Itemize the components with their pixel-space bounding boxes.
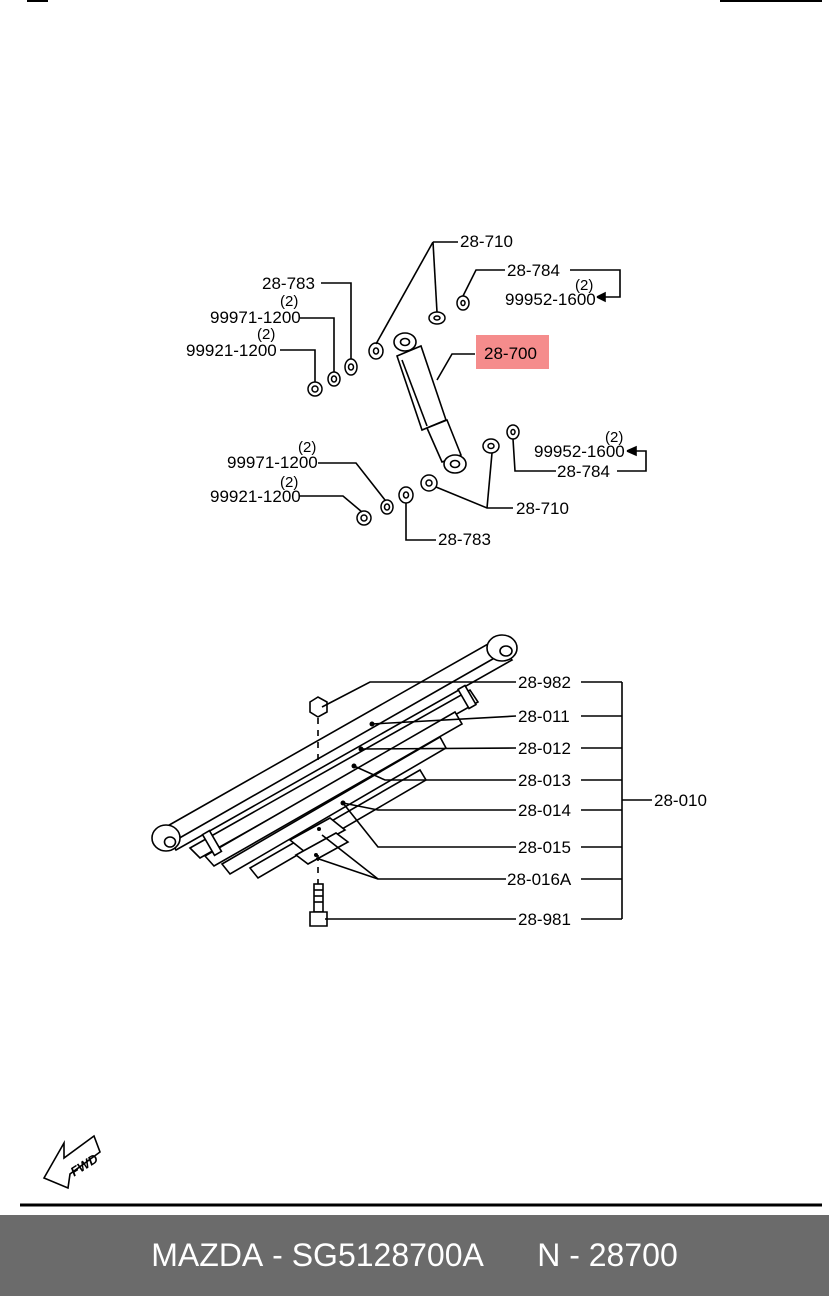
footer-brand: MAZDA (151, 1237, 264, 1273)
callout-99952-1600-top[interactable]: 99952-1600 (505, 290, 596, 309)
callout-99921-1200-bot[interactable]: 99921-1200 (210, 487, 301, 506)
footer-bar: MAZDA - SG5128700A N - 28700 (0, 1215, 829, 1296)
upper-mount-hardware (307, 295, 470, 397)
callout-28-011[interactable]: 28-011 (518, 707, 570, 726)
callout-99971-1200-bot[interactable]: 99971-1200 (227, 453, 318, 472)
callout-28-014[interactable]: 28-014 (518, 801, 571, 820)
leaf-spring-assembly (151, 634, 518, 927)
callout-28-981[interactable]: 28-981 (518, 910, 571, 929)
callout-28-013[interactable]: 28-013 (518, 771, 571, 790)
leaf-spring-leader-lines (315, 681, 652, 920)
qty-99952-top: (2) (575, 277, 593, 294)
footer-sep-2: - (560, 1237, 589, 1273)
qty-99921-top: (2) (257, 326, 275, 343)
callout-99921-1200-top[interactable]: 99921-1200 (186, 341, 277, 360)
footer-part-code: SG5128700A (291, 1237, 484, 1273)
leaf-spring-callouts: 28-982 28-011 28-012 28-013 28-014 28-01… (507, 673, 707, 929)
qty-99971-bot: (2) (298, 439, 316, 456)
qty-99921-bot: (2) (280, 474, 298, 491)
callout-28-784-top[interactable]: 28-784 (507, 261, 560, 280)
callout-28-700[interactable]: 28-700 (484, 344, 537, 363)
callout-28-010[interactable]: 28-010 (654, 791, 707, 810)
highlighted-part-box (476, 335, 549, 369)
callout-28-710-top[interactable]: 28-710 (460, 232, 513, 251)
footer-part-number: 28700 (588, 1237, 678, 1273)
qty-99952-bot: (2) (605, 429, 623, 446)
callout-28-783-bot[interactable]: 28-783 (438, 530, 491, 549)
callout-28-783-top[interactable]: 28-783 (262, 274, 315, 293)
parts-diagram: 28-710 28-783 (2) 99971-1200 (2) 99921-1… (20, 0, 822, 1207)
shock-leader-lines (280, 241, 647, 541)
shock-callouts: 28-710 28-783 (2) 99971-1200 (2) 99921-1… (186, 232, 625, 549)
forward-arrow-icon: FWD (42, 1134, 101, 1190)
callout-28-982[interactable]: 28-982 (518, 673, 571, 692)
lower-mount-hardware (356, 424, 520, 526)
footer-prefix: N (537, 1237, 561, 1273)
qty-99971-top: (2) (280, 293, 298, 310)
callout-28-016a[interactable]: 28-016A (507, 870, 572, 889)
callout-28-015[interactable]: 28-015 (518, 838, 571, 857)
footer-sep-1: - (263, 1237, 292, 1273)
callout-28-710-bot[interactable]: 28-710 (516, 499, 569, 518)
footer-gap (484, 1237, 537, 1274)
callout-28-784-bot[interactable]: 28-784 (557, 462, 610, 481)
callout-99971-1200-top[interactable]: 99971-1200 (210, 308, 301, 327)
shock-absorber-assembly (393, 332, 467, 474)
callout-99952-1600-bot[interactable]: 99952-1600 (534, 442, 625, 461)
callout-28-012[interactable]: 28-012 (518, 739, 571, 758)
